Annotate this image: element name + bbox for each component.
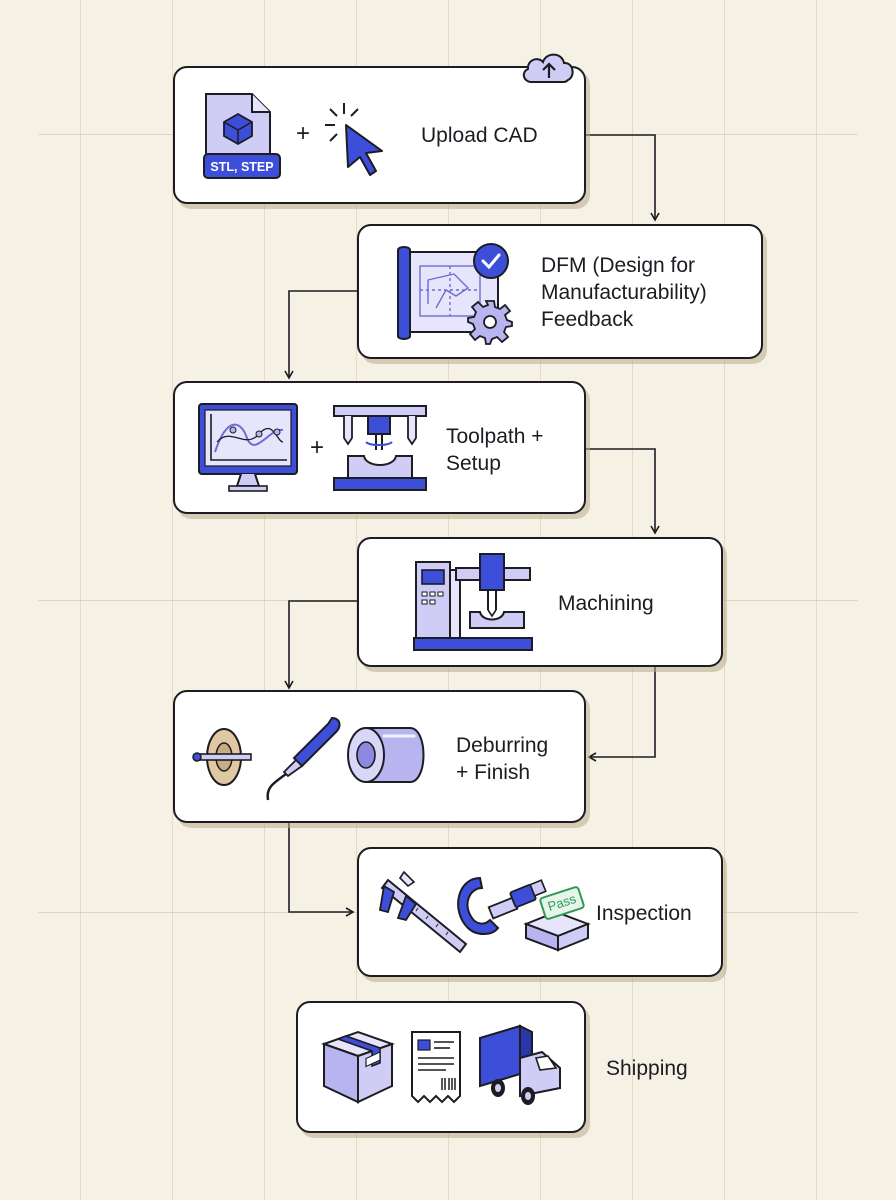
cnc-machine-icon [413,553,533,651]
cad-format-badge: STL, STEP [210,160,274,174]
step-label-toolpath-setup: Toolpath + Setup [446,425,544,475]
caliper-icon [378,870,468,954]
arrow-upload-to-dfm [586,134,660,222]
step-label-inspection: Inspection [596,902,692,925]
gear-icon [467,300,513,345]
arrow-dfm-to-toolpath [284,290,357,380]
cad-file-icon [203,93,281,179]
deburring-tool-icon [266,716,341,801]
cylinder-part-icon [347,727,425,783]
arrow-toolpath-to-machining [586,448,660,535]
plus-sign: + [296,120,311,147]
arrow-machining-to-deburring-finish [587,667,656,762]
cursor-icon [325,103,383,176]
step-upload-cad [173,66,586,204]
invoice-icon [411,1031,461,1104]
step-label-shipping: Shipping [606,1057,688,1080]
pass-block-icon [523,886,591,952]
plus-sign: + [310,434,325,461]
fixture-icon [333,405,427,491]
checkmark-icon [473,243,509,279]
micrometer-icon [457,876,547,935]
truck-icon [479,1024,561,1105]
step-label-upload-cad: Upload CAD [421,124,538,147]
step-label-dfm: DFM (Design for Manufacturability) Feedb… [541,254,707,331]
polishing-wheel-icon [192,728,252,786]
box-icon [320,1030,396,1104]
cloud-upload-icon [522,53,574,83]
arrow-deburring-to-inspection [288,823,355,917]
arrow-machining-to-deburring [284,600,357,690]
step-label-deburring-finish: Deburring + Finish [456,734,549,784]
step-label-machining: Machining [558,592,654,615]
monitor-toolpath-icon [198,403,298,492]
